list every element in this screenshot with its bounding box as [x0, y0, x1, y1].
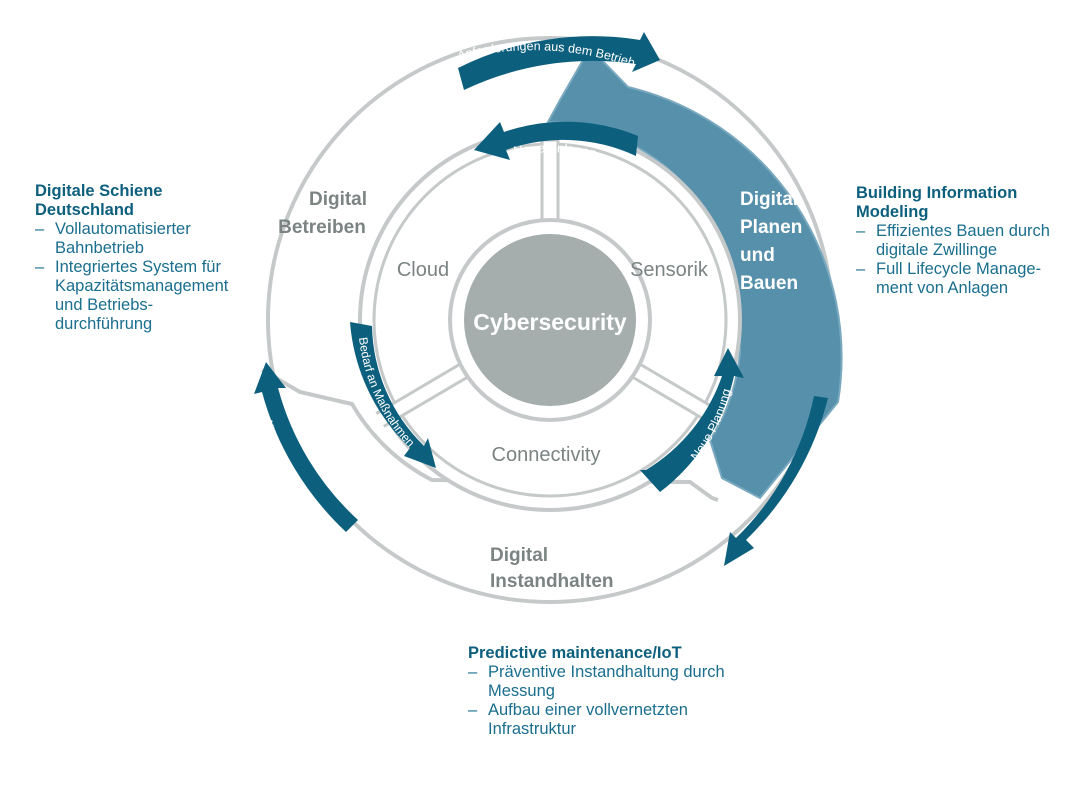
left-info-panel: Digitale Schiene Deutschland Vollautomat…	[35, 182, 235, 334]
betreiben-label: Digital Betreiben	[278, 189, 367, 238]
planen-bauen-segment	[546, 46, 843, 500]
list-item: Aufbau einer vollvernetzten Infrastruktu…	[468, 701, 728, 739]
left-panel-heading-2: Deutschland	[35, 201, 135, 219]
sector-connectivity-label: Connectivity	[492, 444, 601, 466]
svg-text:Digital: Digital	[740, 189, 798, 210]
bottom-info-panel: Predictive maintenance/IoT Präventive In…	[468, 644, 728, 739]
list-item: Integriertes System für Kapazitätsmanage…	[35, 258, 235, 334]
svg-text:Instandhalten: Instandhalten	[490, 571, 614, 592]
sector-sensorik-label: Sensorik	[630, 259, 709, 281]
bottom-panel-heading: Predictive maintenance/IoT	[468, 644, 682, 662]
svg-text:Betreiben: Betreiben	[278, 217, 366, 238]
sector-cloud-label: Cloud	[397, 259, 449, 281]
left-panel-heading-1: Digitale Schiene	[35, 182, 163, 200]
svg-text:Neue Anlagen: Neue Anlagen	[512, 140, 598, 160]
hub-label: Cybersecurity	[473, 309, 627, 335]
planen-bauen-label: Digital Planen und Bauen	[740, 189, 802, 294]
cybersecurity-hub	[460, 230, 640, 410]
list-item: Präventive Instandhaltung durch Messung	[468, 663, 728, 701]
svg-text:Bauen: Bauen	[740, 273, 798, 294]
instandhalten-label: Digital Instandhalten	[490, 545, 614, 592]
right-panel-list: Effizientes Bauen durch digitale Zwillin…	[856, 222, 1071, 298]
list-item: Effizientes Bauen durch digitale Zwillin…	[856, 222, 1071, 260]
right-panel-heading-2: Modeling	[856, 203, 929, 221]
right-info-panel: Building Information Modeling Effiziente…	[856, 184, 1071, 298]
arrow-neue-anlagen: Neue Anlagen	[474, 121, 638, 161]
svg-text:Digital: Digital	[490, 545, 548, 566]
right-panel-heading-1: Building Information	[856, 184, 1018, 202]
list-item: Full Lifecycle Manage­ment von Anlagen	[856, 260, 1071, 298]
list-item: Vollautomatisierter Bahnbetrieb	[35, 220, 235, 258]
svg-text:Planen: Planen	[740, 217, 802, 238]
svg-text:Digital: Digital	[309, 189, 367, 210]
left-panel-list: Vollautomatisierter Bahnbetrieb Integrie…	[35, 220, 235, 334]
bottom-panel-list: Präventive Instandhaltung durch Messung …	[468, 663, 728, 739]
svg-text:und: und	[740, 245, 775, 266]
